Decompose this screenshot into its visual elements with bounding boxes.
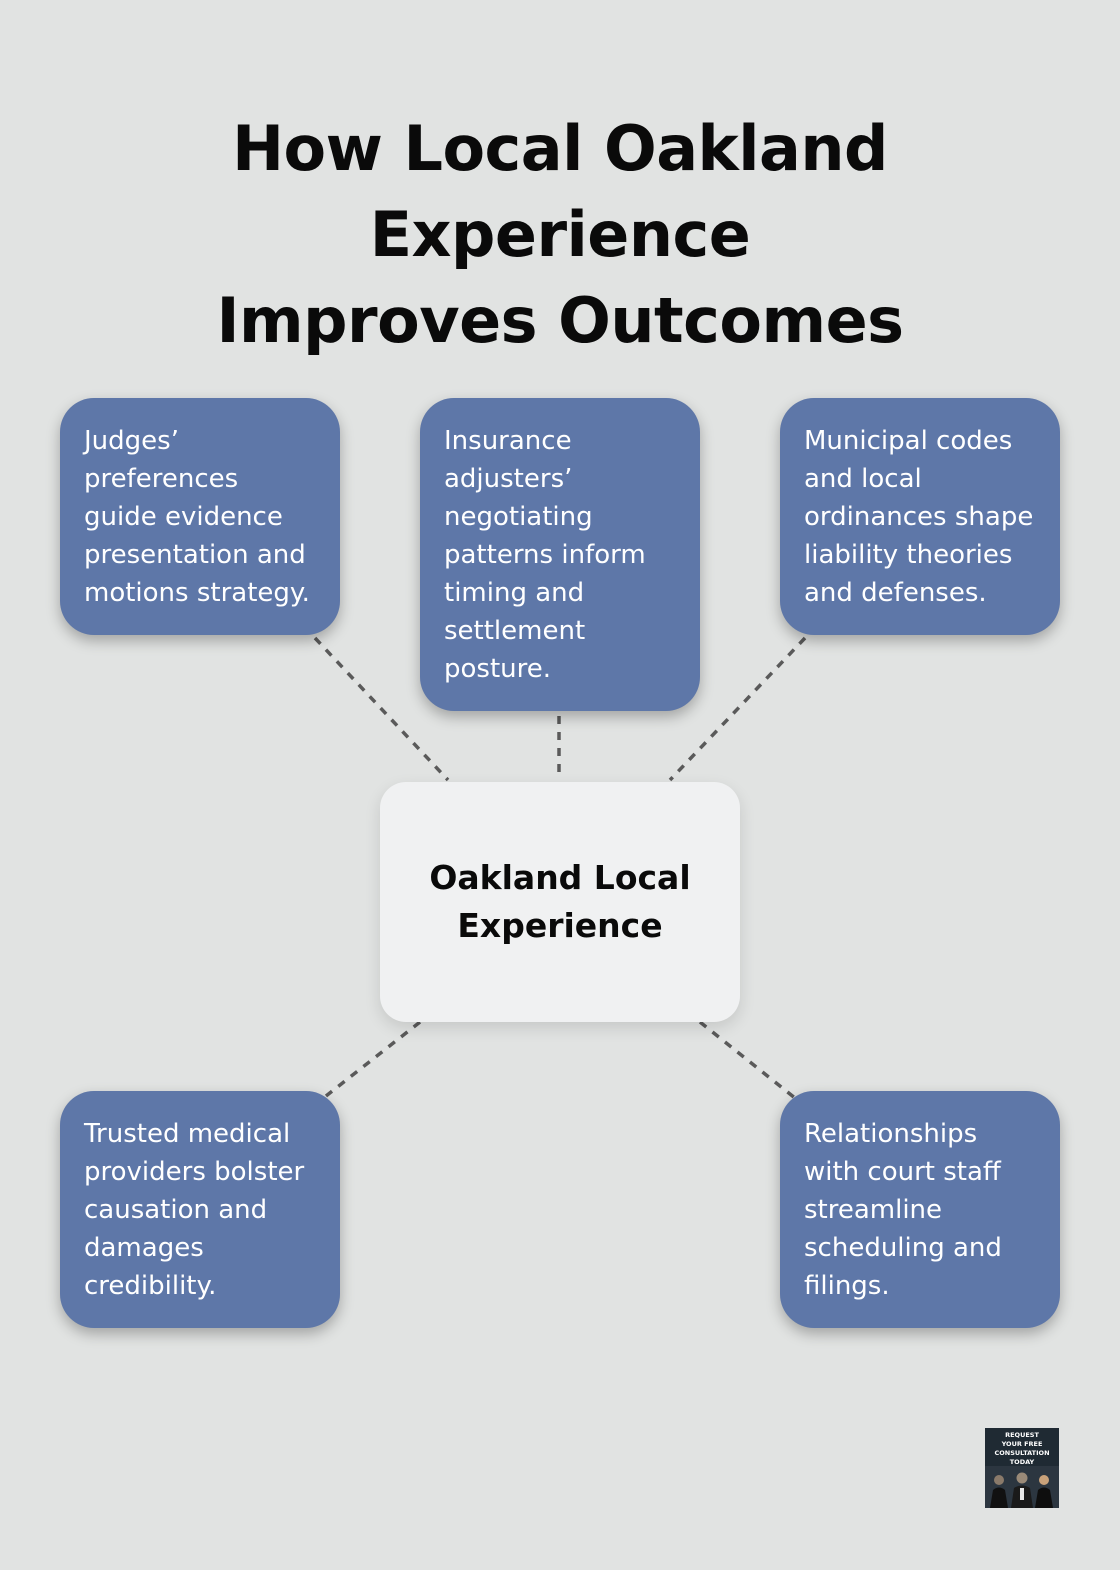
connector-medical <box>324 1020 422 1098</box>
center-label: Oakland Local Experience <box>429 858 691 945</box>
title-line-2: Improves Outcomes <box>216 284 904 357</box>
title-line-1: How Local Oakland Experience <box>232 112 888 271</box>
card-insurance-text: Insurance adjusters’ negotiating pattern… <box>444 426 646 684</box>
center-node: Oakland Local Experience <box>380 782 740 1022</box>
connector-judges <box>313 636 450 782</box>
card-municipal: Municipal codes and local ordinances sha… <box>780 398 1060 635</box>
connector-court-staff <box>698 1020 797 1100</box>
badge-text: REQUEST YOUR FREE CONSULTATION TODAY <box>994 1431 1050 1466</box>
connector-municipal <box>668 636 807 782</box>
card-judges-text: Judges’ preferences guide evidence prese… <box>84 426 310 608</box>
card-court-staff: Relationships with court staff streamlin… <box>780 1091 1060 1328</box>
card-municipal-text: Municipal codes and local ordinances sha… <box>804 426 1034 608</box>
attorneys-photo-icon <box>985 1466 1059 1508</box>
card-insurance: Insurance adjusters’ negotiating pattern… <box>420 398 700 711</box>
card-court-staff-text: Relationships with court staff streamlin… <box>804 1119 1002 1301</box>
card-medical: Trusted medical providers bolster causat… <box>60 1091 340 1328</box>
card-medical-text: Trusted medical providers bolster causat… <box>84 1119 305 1301</box>
consultation-badge[interactable]: REQUEST YOUR FREE CONSULTATION TODAY <box>985 1428 1059 1508</box>
card-judges: Judges’ preferences guide evidence prese… <box>60 398 340 635</box>
page-title: How Local Oakland Experience Improves Ou… <box>40 106 1080 364</box>
